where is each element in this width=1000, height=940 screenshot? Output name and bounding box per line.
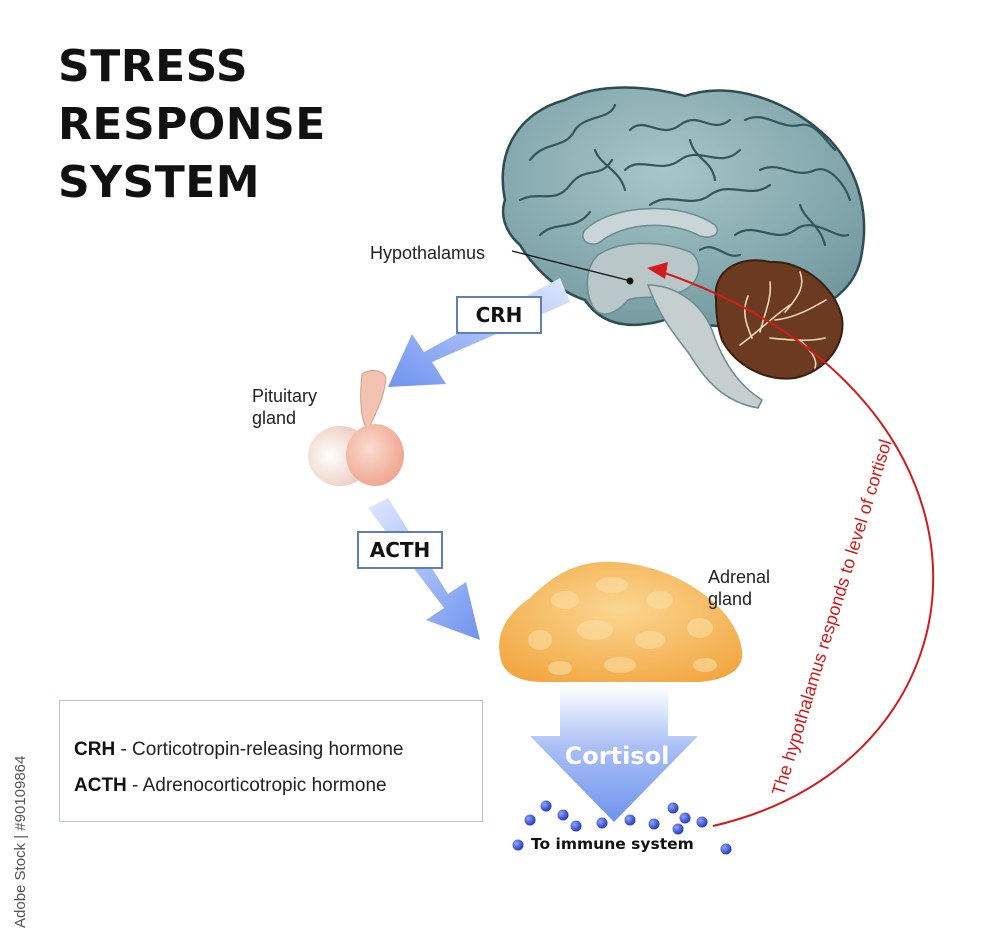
title-line-3: SYSTEM	[58, 157, 261, 208]
molecule	[557, 809, 569, 821]
molecule	[624, 814, 636, 826]
legend-abbr: ACTH	[74, 775, 127, 796]
corpus-callosum	[582, 207, 719, 245]
molecule	[596, 817, 608, 829]
molecule	[648, 818, 660, 830]
page-title: STRESS RESPONSE SYSTEM	[58, 38, 326, 212]
legend-abbr: CRH	[74, 739, 116, 760]
hypothalamus-pointer	[511, 250, 628, 281]
abbreviation-legend: CRH - Corticotropin-releasing hormone AC…	[59, 700, 483, 822]
pituitary-lobe-posterior	[346, 424, 404, 486]
adrenal-texture	[528, 577, 717, 675]
pituitary-label: Pituitary gland	[252, 385, 317, 429]
molecule	[512, 839, 524, 851]
adrenal-label: Adrenal gland	[708, 566, 770, 610]
brainstem	[646, 284, 763, 409]
title-line-2: RESPONSE	[58, 99, 326, 150]
legend-definition: - Adrenocorticotropic hormone	[126, 775, 387, 796]
pituitary-label-line-1: Pituitary	[252, 386, 318, 406]
immune-system-label: To immune system	[531, 835, 694, 853]
molecule	[540, 800, 552, 812]
cortisol-arrow	[530, 686, 698, 822]
acth-hormone-box: ACTH	[357, 531, 443, 569]
hypothalamus-label: Hypothalamus	[370, 243, 486, 263]
adrenal-label-line-2: gland	[708, 589, 753, 609]
pituitary-gland	[308, 370, 404, 486]
molecule	[720, 843, 732, 855]
title-line-1: STRESS	[58, 41, 249, 92]
adrenal-gland	[499, 561, 743, 682]
crh-hormone-box: CRH	[456, 296, 542, 334]
acth-arrow	[368, 498, 480, 640]
pituitary-label-line-2: gland	[252, 408, 297, 428]
feedback-arrowhead	[647, 262, 668, 279]
molecule	[672, 823, 684, 835]
cortisol-label: Cortisol	[564, 742, 670, 770]
stock-watermark: Adobe Stock | #90109864	[12, 755, 29, 928]
legend-row-acth: ACTH - Adrenocorticotropic hormone	[74, 768, 482, 804]
cortisol-molecules	[512, 800, 732, 855]
brain-illustration	[501, 86, 866, 409]
molecule	[696, 816, 708, 828]
hypothalamus-dot	[626, 277, 634, 285]
legend-row-crh: CRH - Corticotropin-releasing hormone	[74, 732, 482, 768]
pituitary-stalk	[360, 370, 387, 431]
molecule	[679, 812, 691, 824]
brain-gyri	[518, 103, 852, 257]
feedback-arrow	[647, 262, 935, 827]
adrenal-label-line-1: Adrenal	[708, 567, 771, 587]
legend-definition: - Corticotropin-releasing hormone	[115, 739, 404, 760]
molecule	[667, 802, 679, 814]
molecule	[570, 820, 582, 832]
molecule	[524, 814, 536, 826]
